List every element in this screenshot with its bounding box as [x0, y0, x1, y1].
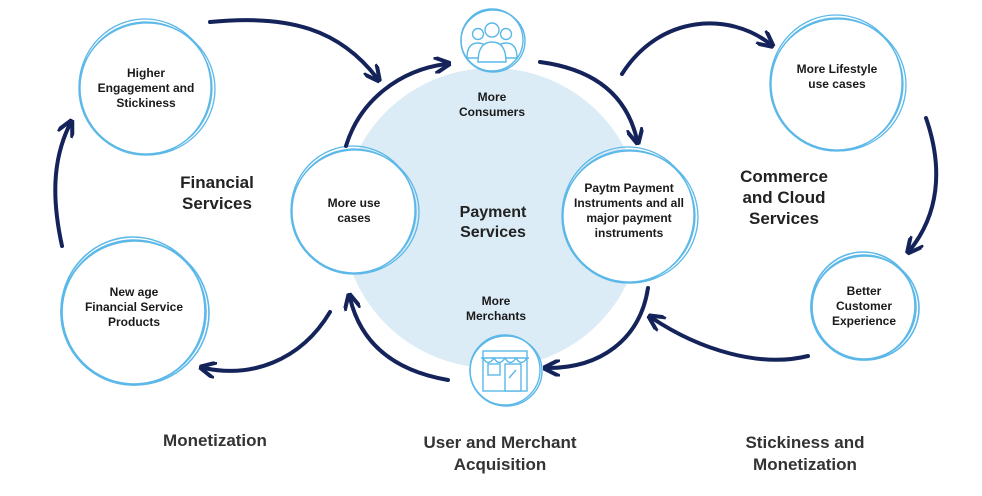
- arrow-usecases-to-consumers: [344, 64, 446, 148]
- arrow-instruments-to-merchants: [548, 286, 650, 368]
- arrow-lifestyle-to-customer: [910, 116, 939, 250]
- node-paytm-instruments: Paytm Payment Instruments and all major …: [573, 181, 685, 240]
- node-new-age-financial: New age Financial Service Products: [84, 285, 184, 329]
- node-higher-engagement: Higher Engagement and Stickiness: [97, 66, 195, 110]
- arrow-consumers-to-instruments: [538, 60, 637, 140]
- node-circle-new-age-financial: [60, 236, 210, 386]
- node-circle-better-customer: [810, 251, 920, 361]
- flow-arrows: [53, 18, 939, 382]
- node-circle-higher-engagement: [78, 18, 216, 156]
- arrow-engagement-to-hub: [208, 18, 377, 78]
- caption-stickiness: Stickiness and Monetization: [745, 433, 865, 474]
- caption-user-merchant: User and Merchant Acquisition: [423, 433, 577, 474]
- arrow-financial-to-engagement: [53, 124, 70, 248]
- node-better-customer: Better Customer Experience: [831, 284, 897, 328]
- node-more-merchants: More Merchants: [465, 294, 527, 323]
- arrow-usecases-to-financial: [204, 310, 332, 371]
- node-circle-paytm-instruments: [561, 146, 699, 284]
- center-title: Payment Services: [459, 204, 527, 241]
- payment-services-hub: [342, 68, 642, 368]
- node-more-lifestyle: More Lifestyle use cases: [796, 62, 878, 91]
- node-more-consumers: More Consumers: [458, 90, 526, 119]
- arrow-to-lifestyle: [620, 21, 770, 76]
- section-commerce: Commerce and Cloud Services: [740, 167, 828, 228]
- node-circle-more-use-cases: [290, 145, 420, 275]
- caption-monetization: Monetization: [163, 431, 267, 450]
- arrow-customer-to-instruments: [652, 318, 810, 362]
- node-circle-more-lifestyle: [769, 14, 907, 152]
- section-financial: Financial Services: [180, 173, 254, 213]
- arrow-merchants-to-usecases: [350, 298, 450, 382]
- storefront-icon: [469, 334, 543, 407]
- node-more-use-cases: More use cases: [327, 196, 381, 225]
- people-group-icon: [460, 8, 526, 73]
